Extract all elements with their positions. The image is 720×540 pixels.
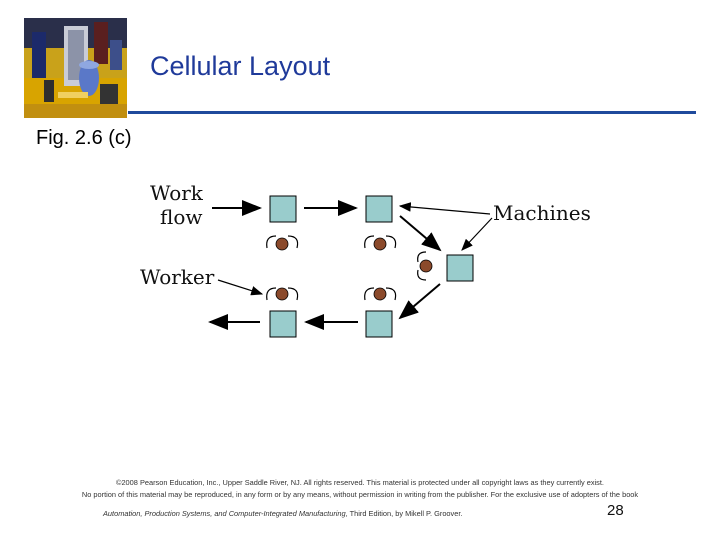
worker-label: Worker [140,265,215,289]
page-number: 28 [607,502,624,519]
book-title: Automation, Production Systems, and Comp… [103,509,346,518]
worker-1 [266,235,299,251]
work-flow-label-2: flow [160,205,203,229]
machines-pointer-1 [398,202,491,215]
machine-1 [269,195,297,223]
slide-title: Cellular Layout [150,51,331,81]
copyright-line-2: No portion of this material may be repro… [81,490,639,499]
figure-caption: Fig. 2.6 (c) [36,127,132,149]
cellular-layout-diagram: Work flow Worker Machines [140,181,591,338]
copyright-line-1: ©2008 Pearson Education, Inc., Upper Sad… [116,478,604,487]
machines-label: Machines [493,201,591,225]
worker-3 [417,251,433,281]
machines-pointer-2 [461,217,493,251]
machine-4 [365,310,393,338]
worker-5 [266,287,299,301]
flow-arrow-2 [399,215,442,252]
worker-4 [364,287,397,301]
title-divider [128,111,696,114]
book-edition: , Third Edition, by Mikell P. Groover. [345,509,463,518]
work-flow-label: Work [150,181,204,205]
worker-2 [364,235,397,251]
header-photo [24,18,127,118]
machine-3 [446,254,474,282]
machine-5 [269,310,297,338]
book-citation: Automation, Production Systems, and Comp… [103,509,462,518]
flow-arrow-3 [398,283,441,320]
machine-2 [365,195,393,223]
worker-pointer [217,279,264,296]
